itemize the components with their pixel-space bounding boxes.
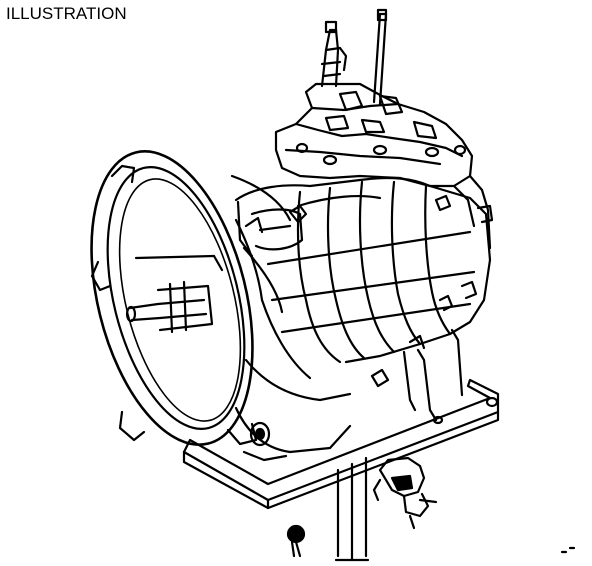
stand-knob (286, 524, 306, 558)
stand-fasteners (432, 396, 576, 554)
shift-lever (320, 20, 348, 88)
stand-plate (182, 378, 500, 510)
selector-rod (372, 8, 388, 106)
stand-leg-right (402, 328, 464, 422)
stand-post (334, 456, 370, 562)
input-shaft (125, 254, 224, 334)
rear-housing (452, 174, 492, 250)
shift-tower (274, 82, 474, 188)
stand-clamp (372, 456, 438, 530)
illustration-label: ILLUSTRATION (6, 4, 127, 23)
main-case (234, 176, 494, 388)
bellhousing (90, 150, 352, 462)
